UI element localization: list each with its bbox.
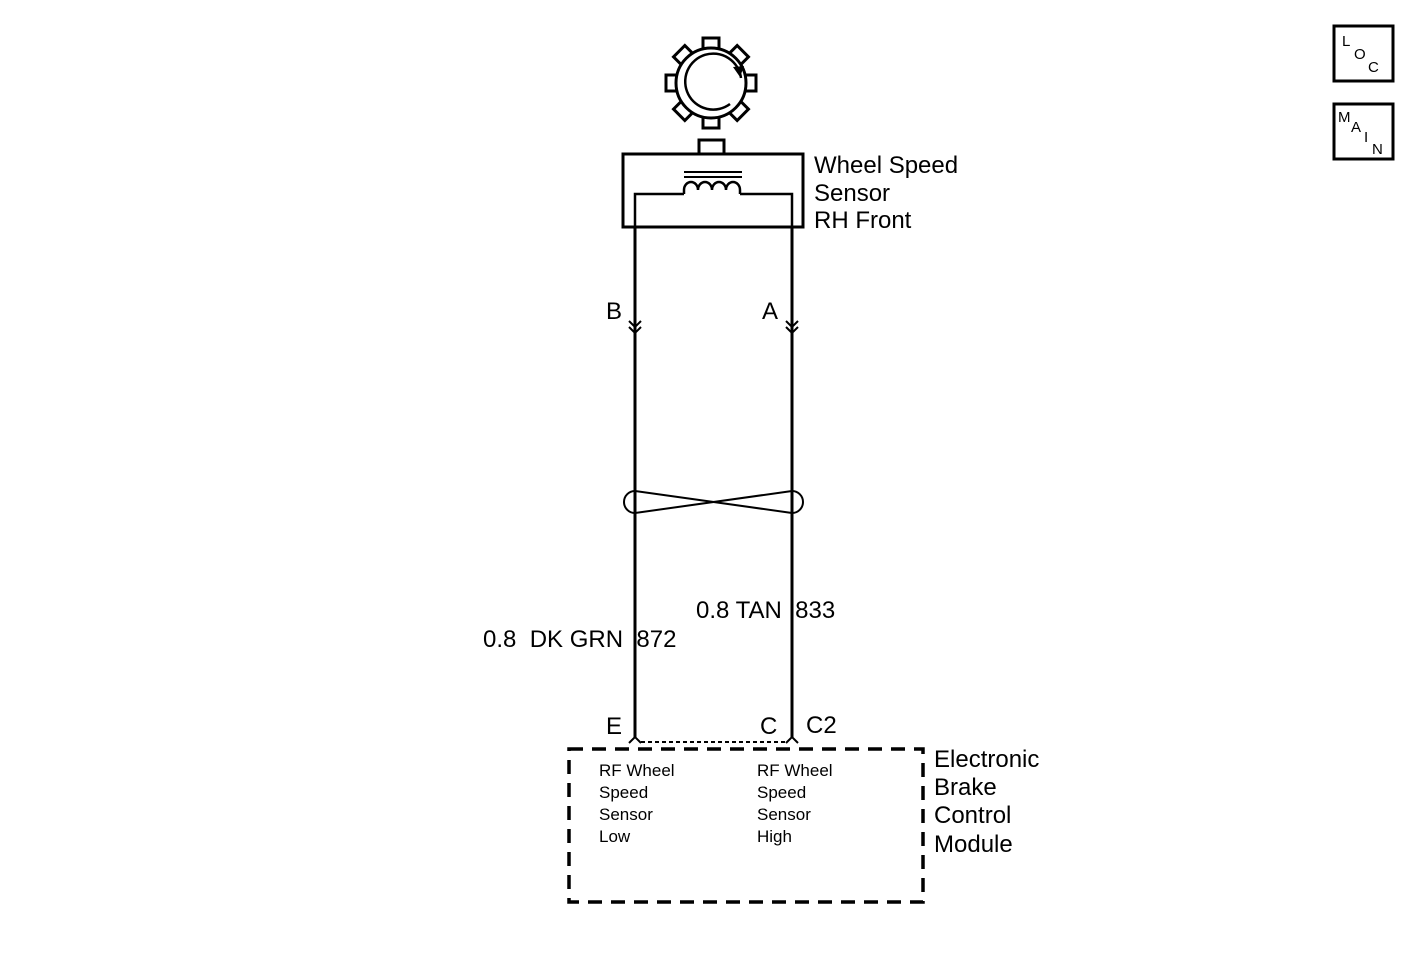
terminal-right-line-3: Sensor: [757, 805, 811, 824]
twisted-pair-symbol: [623, 490, 804, 514]
terminal-right-line-4: High: [757, 827, 792, 846]
main-letter-a: A: [1351, 119, 1361, 136]
module-name-line-4: Module: [934, 831, 1013, 858]
wire-label-right: 0.8 TAN 833: [696, 597, 835, 624]
pin-label-b: B: [606, 298, 622, 325]
loc-letter-c: C: [1368, 59, 1379, 76]
loc-letter-l: L: [1342, 33, 1350, 50]
tone-wheel-icon: [664, 36, 758, 130]
module-connector: [628, 735, 799, 744]
main-button[interactable]: M A I N: [1332, 102, 1395, 161]
sensor-name-line-3: RH Front: [814, 207, 912, 234]
pin-label-c: C: [760, 713, 777, 740]
coil-icon: [682, 180, 742, 194]
module-name-line-3: Control: [934, 802, 1011, 829]
terminal-left-line-4: Low: [599, 827, 631, 846]
terminal-left-line-2: Speed: [599, 783, 648, 802]
rotation-arrow-icon: [684, 52, 743, 111]
pin-label-a: A: [762, 298, 778, 325]
terminal-left-line-1: RF Wheel: [599, 761, 675, 780]
connector-symbol-right: [785, 320, 799, 335]
terminal-right-line-2: Speed: [757, 783, 806, 802]
pin-label-e: E: [606, 713, 622, 740]
connector-label-c2: C2: [806, 712, 837, 739]
wire-label-left: 0.8 DK GRN 872: [483, 626, 676, 653]
connector-symbol-left: [628, 320, 642, 335]
main-letter-i: I: [1364, 129, 1368, 146]
loc-button[interactable]: L O C: [1332, 24, 1395, 83]
main-letter-n: N: [1372, 141, 1383, 158]
module-name-line-1: Electronic: [934, 746, 1039, 773]
main-letter-m: M: [1338, 109, 1351, 126]
module-name-line-2: Brake: [934, 774, 997, 801]
sensor-name-line-2: Sensor: [814, 180, 890, 207]
sensor-name-line-1: Wheel Speed: [814, 152, 958, 179]
terminal-left-line-3: Sensor: [599, 805, 653, 824]
terminal-right-line-1: RF Wheel: [757, 761, 833, 780]
wheel-speed-sensor: [621, 138, 805, 229]
loc-letter-o: O: [1354, 46, 1366, 63]
